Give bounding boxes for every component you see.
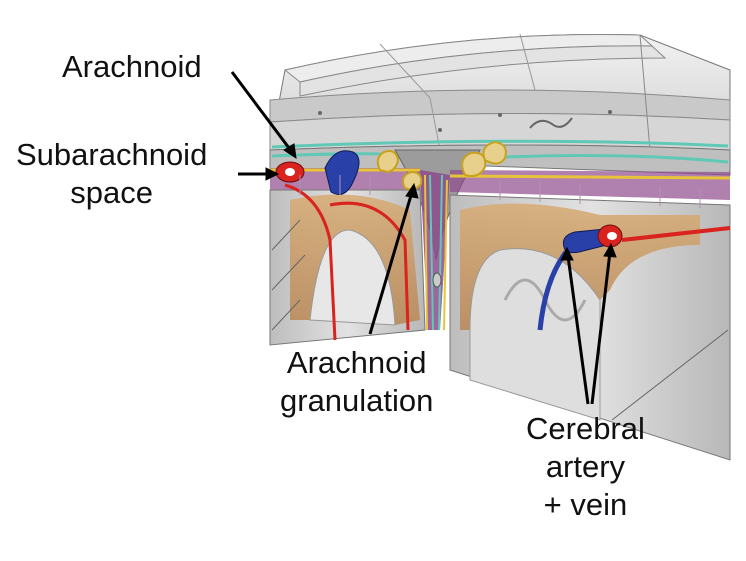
label-cerebral-line2: artery xyxy=(545,449,626,484)
label-arachnoid-text: Arachnoid xyxy=(62,49,202,84)
cortical-artery-left xyxy=(284,183,410,341)
arachnoid-granulations xyxy=(376,140,507,191)
label-arachnoid: Arachnoid xyxy=(62,48,202,86)
label-granulation-line1: Arachnoid xyxy=(286,345,427,380)
arachnoid-arrow xyxy=(230,71,294,153)
label-subarachnoid-line2: space xyxy=(70,175,154,210)
trabeculae xyxy=(299,175,701,208)
cerebral-arrow-vein xyxy=(566,255,590,405)
label-subarachnoid-space: Subarachnoid space xyxy=(16,136,207,212)
brain-tissue xyxy=(269,170,731,461)
skull-layers xyxy=(269,33,731,151)
label-granulation-line2: granulation xyxy=(280,383,434,418)
granulation-arrow xyxy=(368,191,414,335)
left-vessels xyxy=(275,150,360,195)
label-cerebral-line1: Cerebral xyxy=(526,411,645,446)
label-arachnoid-granulation: Arachnoid granulation xyxy=(280,344,433,420)
label-subarachnoid-line1: Subarachnoid xyxy=(16,137,208,172)
pointer-arrows xyxy=(230,71,617,405)
label-cerebral-line3: + vein xyxy=(543,487,628,522)
cerebral-arrow-artery xyxy=(590,251,612,405)
label-cerebral-artery-vein: Cerebral artery + vein xyxy=(526,410,645,524)
